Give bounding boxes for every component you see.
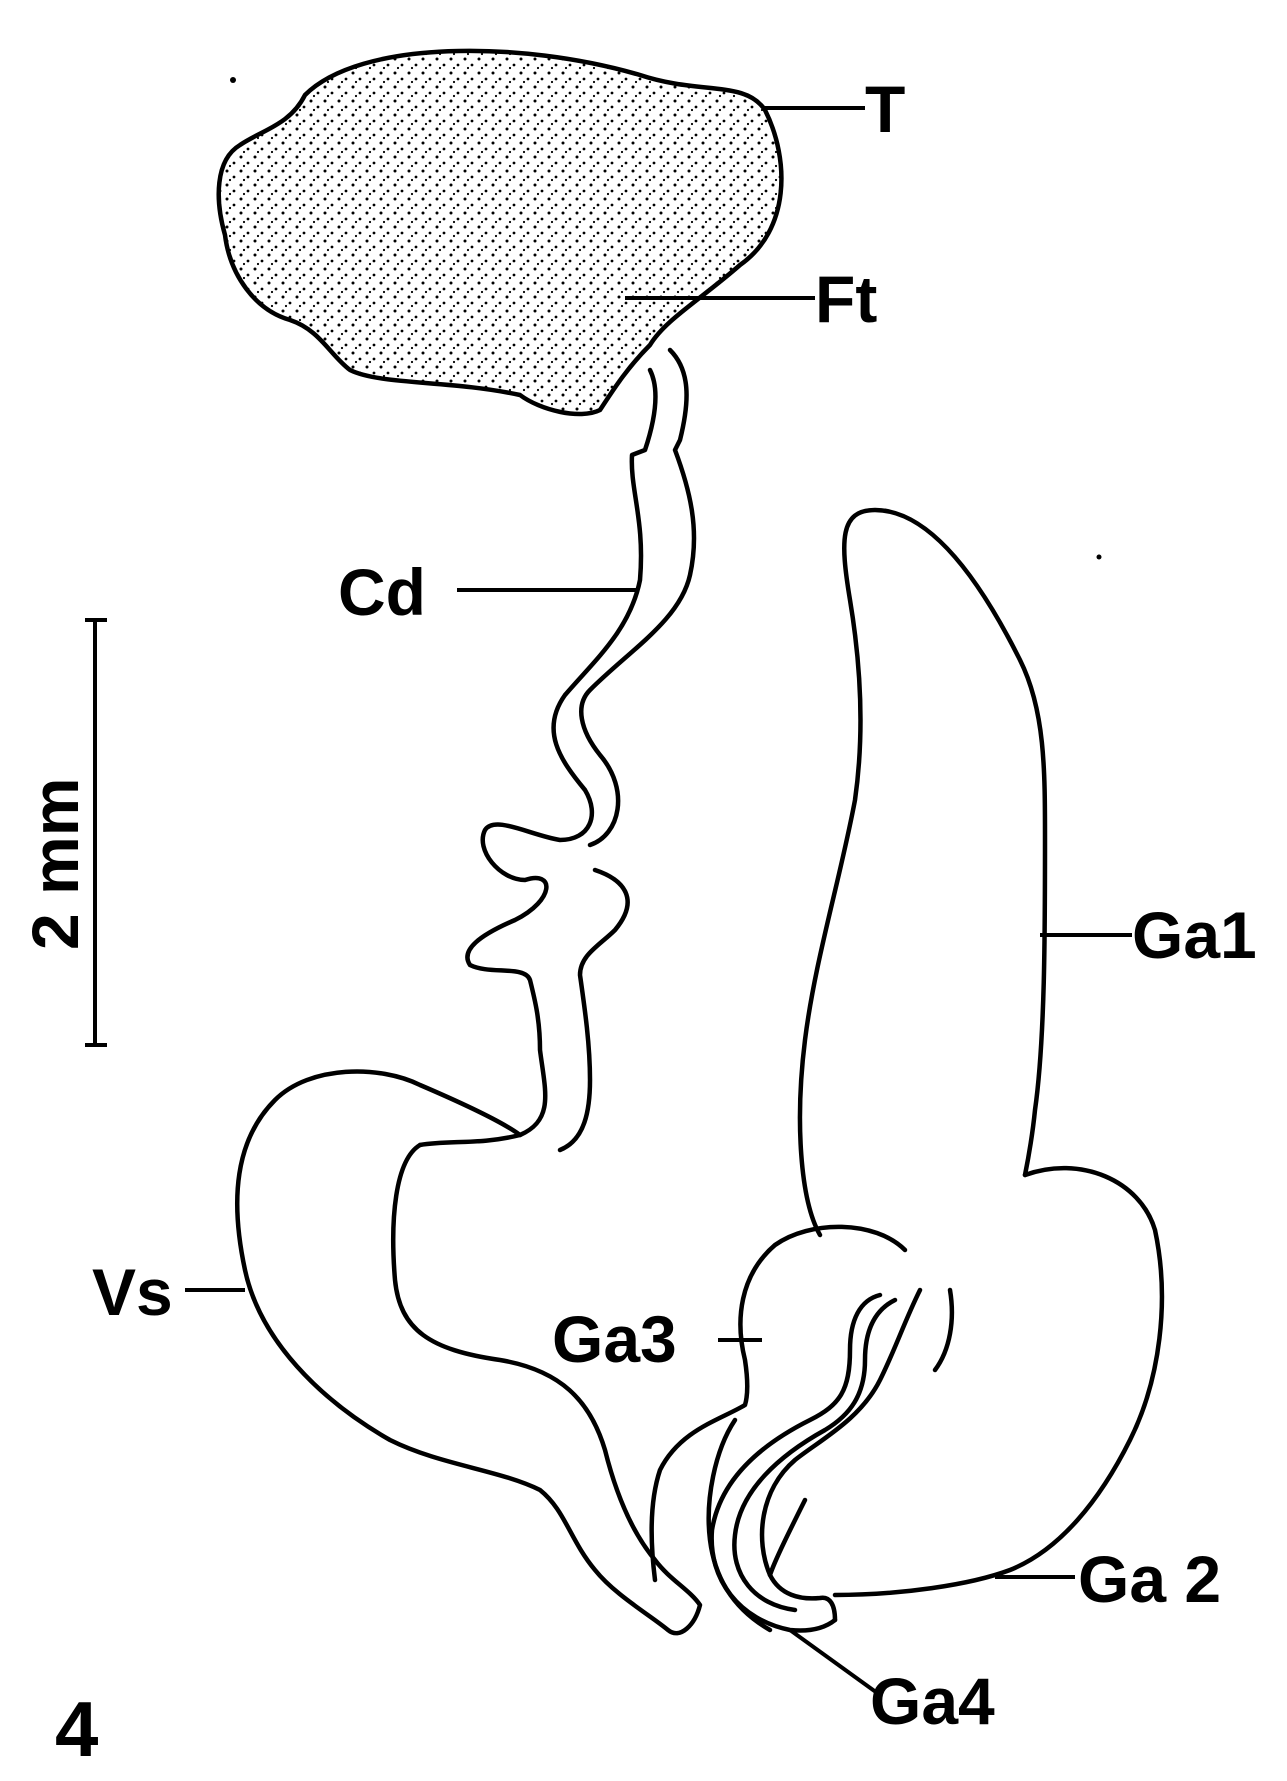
- ductus-outline-left: [420, 370, 655, 1145]
- gland-ga1-shape: [800, 510, 1045, 1235]
- label-t: T: [865, 72, 905, 146]
- label-ga1: Ga1: [1132, 898, 1257, 972]
- ductus-outline-right: [560, 350, 694, 1150]
- gland-ga3-inner: [935, 1290, 952, 1370]
- scale-bar-label: 2 mm: [18, 778, 92, 950]
- gland-ga4-duct-line: [770, 1500, 805, 1575]
- label-ga4: Ga4: [870, 1664, 995, 1738]
- leader-line-ga4: [790, 1630, 880, 1695]
- speck-dot: [230, 77, 236, 83]
- label-ft: Ft: [815, 262, 877, 336]
- gland-ga2-shape: [835, 1168, 1162, 1595]
- figure-number: 4: [55, 1685, 98, 1773]
- label-vs: Vs: [92, 1255, 173, 1329]
- label-cd: Cd: [338, 555, 426, 629]
- label-ga3: Ga3: [552, 1302, 677, 1376]
- label-ga2: Ga 2: [1078, 1542, 1221, 1616]
- testis-shape: [219, 51, 782, 414]
- speck-dot: [1097, 555, 1102, 560]
- gland-ga4-duct-outer: [712, 1295, 880, 1631]
